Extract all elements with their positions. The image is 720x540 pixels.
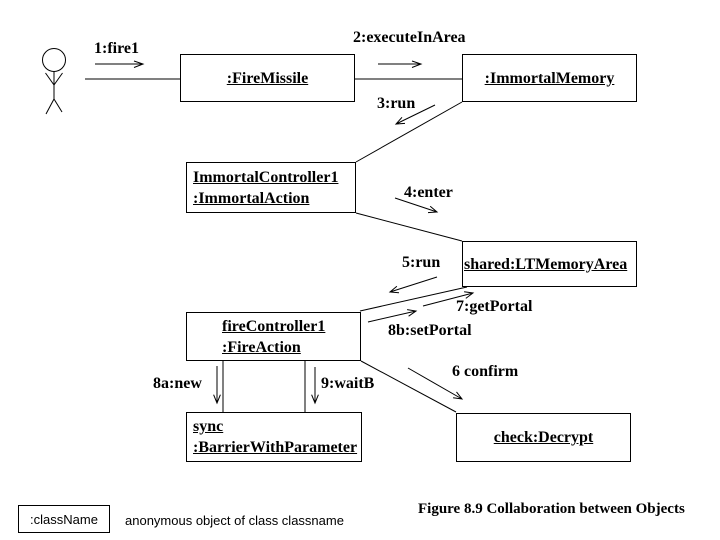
actor-head: [42, 48, 66, 72]
message-label-1-fire1: 1:fire1: [94, 40, 140, 57]
object-node-immortal-controller: ImmortalController1 :ImmortalAction: [186, 162, 356, 213]
message-label-4-enter: 4:enter: [404, 184, 453, 201]
object-label: check:Decrypt: [493, 429, 594, 446]
message-arrow-3-run: [394, 104, 436, 125]
link-firecontroller-checkdecrypt: [360, 360, 457, 413]
message-arrow-1-fire1: [95, 60, 145, 68]
actor-right-arm: [53, 72, 63, 86]
object-label: fireController1: [222, 317, 326, 335]
actor-stick-figure-icon: [42, 48, 66, 115]
message-label-8b-setportal: 8b:setPortal: [388, 322, 472, 339]
message-label-3-run: 3:run: [377, 95, 416, 112]
message-label-9-waitb: 9:waitB: [321, 375, 375, 392]
object-label: :ImmortalMemory: [484, 69, 615, 87]
object-node-fire-missile: :FireMissile: [180, 54, 355, 102]
message-arrow-5-run: [388, 276, 438, 294]
object-node-check-decrypt: check:Decrypt: [456, 413, 631, 462]
message-arrow-6-confirm: [407, 367, 464, 400]
message-label-7-getportal: 7:getPortal: [456, 298, 533, 315]
legend-description: anonymous object of class classname: [125, 513, 344, 528]
actor-left-leg: [45, 98, 55, 115]
message-arrow-2-executeinarea: [378, 60, 423, 68]
actor-right-leg: [53, 98, 63, 113]
object-label: :FireMissile: [226, 69, 309, 87]
legend-object-label: :className: [30, 511, 98, 527]
object-node-shared-memory: shared:LTMemoryArea: [462, 241, 637, 287]
object-node-immortal-memory: :ImmortalMemory: [462, 54, 637, 102]
object-node-sync-barrier: sync :BarrierWithParameter: [186, 412, 362, 462]
message-arrow-7-getportal: [422, 291, 475, 307]
object-class-label: :FireAction: [222, 338, 301, 356]
message-label-2-executeinarea: 2:executeInArea: [353, 29, 466, 46]
message-arrow-9-waitb: [311, 367, 319, 405]
object-node-fire-controller: fireController1 :FireAction: [186, 312, 361, 361]
legend-object-box: :className: [18, 505, 110, 533]
object-class-label: :BarrierWithParameter: [193, 439, 358, 456]
figure-caption: Figure 8.9 Collaboration between Objects: [418, 501, 685, 517]
link-immortalmemory-immortalcontroller: [355, 101, 463, 163]
object-label: shared:LTMemoryArea: [464, 255, 628, 273]
object-class-label: :ImmortalAction: [193, 189, 310, 207]
message-arrow-8a-new: [213, 366, 221, 405]
object-label: sync: [193, 418, 224, 435]
object-label: ImmortalController1: [193, 168, 339, 186]
message-arrow-8b-setportal: [367, 309, 418, 323]
actor-left-arm: [45, 72, 55, 86]
message-arrow-4-enter: [394, 197, 439, 214]
link-immortalcontroller-sharedmemory: [355, 212, 463, 242]
link-firecontroller-sharedmemory: [359, 286, 468, 312]
message-label-5-run: 5:run: [402, 254, 441, 271]
message-label-6-confirm: 6 confirm: [452, 363, 519, 380]
message-label-8a-new: 8a:new: [153, 375, 202, 392]
